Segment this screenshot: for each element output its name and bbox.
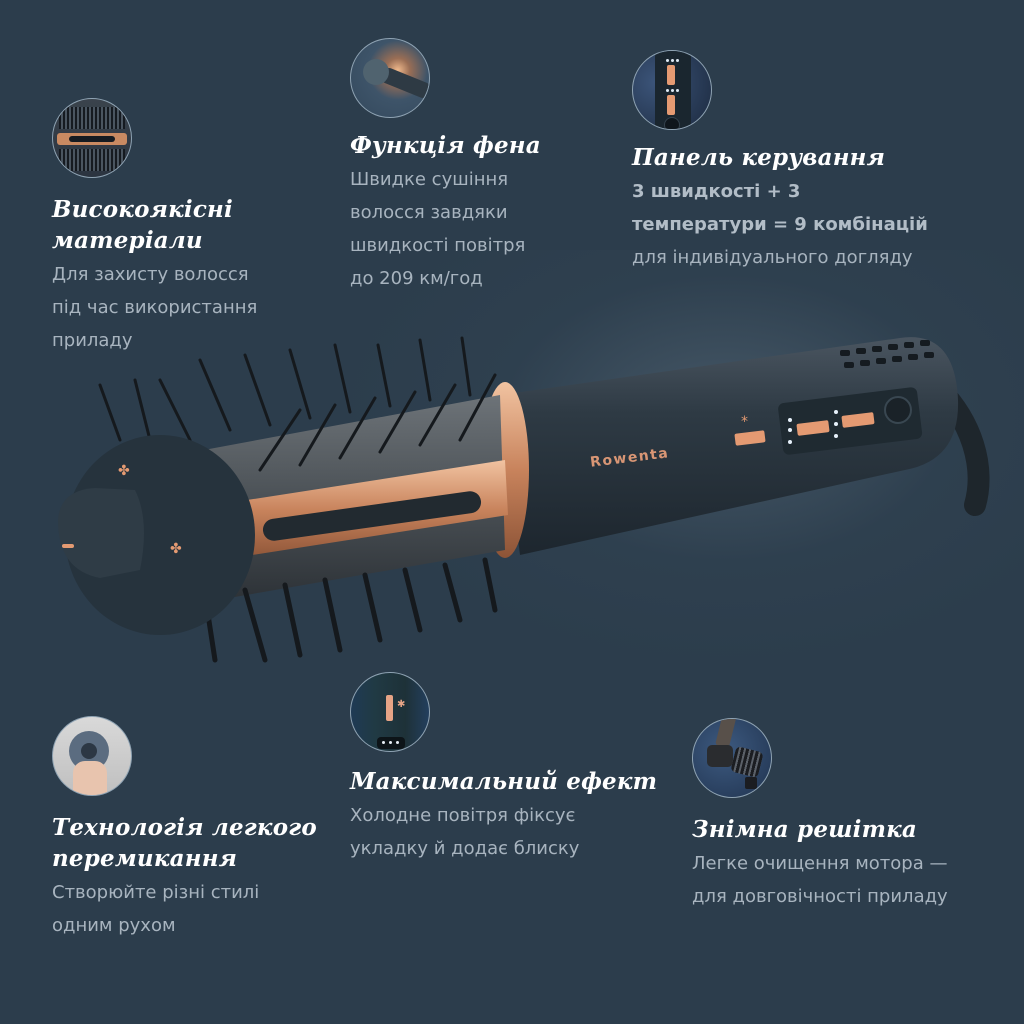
end-cap: ✤ ✤ xyxy=(58,435,255,635)
feature-title: Знімна решітка xyxy=(692,814,1012,845)
title-line: матеріали xyxy=(52,227,203,254)
highlight-line: 3 швидкості + 3 xyxy=(632,181,801,202)
desc-line: швидкості повітря xyxy=(350,235,526,256)
desc-line: Створюйте різні стилі xyxy=(52,882,260,903)
desc-line: Для захисту волосся xyxy=(52,264,249,285)
title-line: Панель керування xyxy=(632,144,886,171)
feature-description: Створюйте різні стилі одним рухом xyxy=(52,876,342,942)
feature-title: Панель керування xyxy=(632,142,1002,173)
control-panel-icon xyxy=(632,50,712,130)
feature-description: для індивідуального догляду xyxy=(632,241,1002,274)
svg-text:✤: ✤ xyxy=(118,463,130,479)
bristle-closeup-icon xyxy=(52,98,132,178)
cold-shot-button-icon: ✱ xyxy=(350,672,430,752)
desc-line: укладку й додає блиску xyxy=(350,838,580,859)
feature-description: Швидке сушіння волосся завдяки швидкості… xyxy=(350,163,600,295)
desc-line: Швидке сушіння xyxy=(350,169,509,190)
speed-button xyxy=(796,420,830,436)
feature-highlight: 3 швидкості + 3 температури = 9 комбінац… xyxy=(632,175,1002,241)
feature-title: Максимальний ефект xyxy=(350,766,670,797)
feature-description: Холодне повітря фіксує укладку й додає б… xyxy=(350,799,670,865)
feature-control-panel: Панель керування 3 швидкості + 3 темпера… xyxy=(632,50,1002,274)
airflow-icon xyxy=(350,38,430,118)
feature-title: Функція фена xyxy=(350,130,600,161)
desc-line: до 209 км/год xyxy=(350,268,483,289)
title-line: Функція фена xyxy=(350,132,541,159)
temperature-button xyxy=(841,412,875,428)
title-line: перемикання xyxy=(52,845,238,872)
desc-line: Легке очищення мотора — xyxy=(692,853,948,874)
desc-line: для довговічності приладу xyxy=(692,886,948,907)
svg-text:*: * xyxy=(741,414,748,430)
desc-line: Холодне повітря фіксує xyxy=(350,805,576,826)
title-line: Високоякісні xyxy=(52,196,233,223)
brand-logo: Rowenta xyxy=(589,445,671,471)
highlight-line: температури = 9 комбінацій xyxy=(632,214,928,235)
feature-description: Для захисту волосся під час використання… xyxy=(52,258,332,357)
feature-title: Високоякісні матеріали xyxy=(52,194,332,256)
feature-description: Легке очищення мотора — для довговічност… xyxy=(692,847,1012,913)
feature-dryer-function: Функція фена Швидке сушіння волосся завд… xyxy=(350,38,600,295)
svg-text:✤: ✤ xyxy=(170,541,182,557)
desc-line: приладу xyxy=(52,330,133,351)
title-line: Знімна решітка xyxy=(692,816,918,843)
feature-title: Технологія легкого перемикання xyxy=(52,812,342,874)
desc-line: волосся завдяки xyxy=(350,202,508,223)
cold-shot-button xyxy=(734,430,766,446)
feature-materials: Високоякісні матеріали Для захисту волос… xyxy=(52,98,332,357)
feature-removable-grid: Знімна решітка Легке очищення мотора — д… xyxy=(692,718,1012,913)
desc-line: одним рухом xyxy=(52,915,176,936)
title-line: Технологія легкого xyxy=(52,814,317,841)
desc-line: для індивідуального догляду xyxy=(632,247,913,268)
cable xyxy=(919,369,990,516)
hand-switch-icon xyxy=(52,716,132,796)
feature-max-effect: ✱ Максимальний ефект Холодне повітря фік… xyxy=(350,672,670,865)
title-line: Максимальний ефект xyxy=(350,768,658,795)
desc-line: під час використання xyxy=(52,297,258,318)
power-button xyxy=(884,396,912,424)
handle: * xyxy=(500,337,959,555)
brush-barrel xyxy=(150,395,508,610)
removable-grid-icon xyxy=(692,718,772,798)
feature-easy-switch: Технологія легкого перемикання Створюйте… xyxy=(52,716,342,942)
background-glow xyxy=(330,250,1024,670)
